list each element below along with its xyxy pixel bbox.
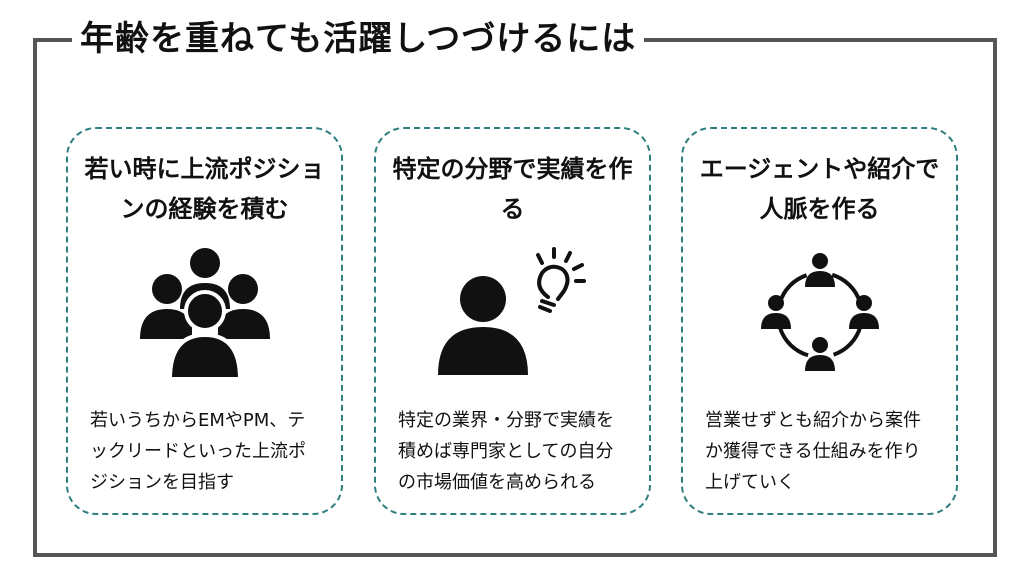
card-body: 特定の業界・分野で実績を積めば専門家としての自分の市場価値を高められる bbox=[398, 410, 614, 493]
card-title: 特定の分野で実績を作る bbox=[392, 155, 633, 223]
person-lightbulb-icon bbox=[437, 247, 588, 381]
card-body: 営業せずとも紹介から案件か獲得できる仕組みを作り上げていく bbox=[705, 410, 921, 493]
slide-title: 年齢を重ねても活躍しつづけるには bbox=[72, 16, 645, 62]
card-title: エージェントや紹介で人脈を作る bbox=[699, 155, 940, 223]
card-title: 若い時に上流ポジションの経験を積む bbox=[84, 155, 325, 223]
card-upstream-position: 若い時に上流ポジションの経験を積む 若いうちからEMやPM、テックリードといった… bbox=[66, 127, 343, 515]
card-body: 若いうちからEMやPM、テックリードといった上流ポジションを目指す bbox=[90, 410, 306, 493]
card-network: エージェントや紹介で人脈を作る 営業せずとも紹介から案件か獲得できる仕組みを作り… bbox=[681, 127, 958, 515]
card-track-record: 特定の分野で実績を作る 特定の業界・分野で実績を積めば専門家としての自分の市場価… bbox=[374, 127, 651, 515]
people-group-icon bbox=[139, 247, 270, 386]
network-icon bbox=[760, 247, 880, 381]
